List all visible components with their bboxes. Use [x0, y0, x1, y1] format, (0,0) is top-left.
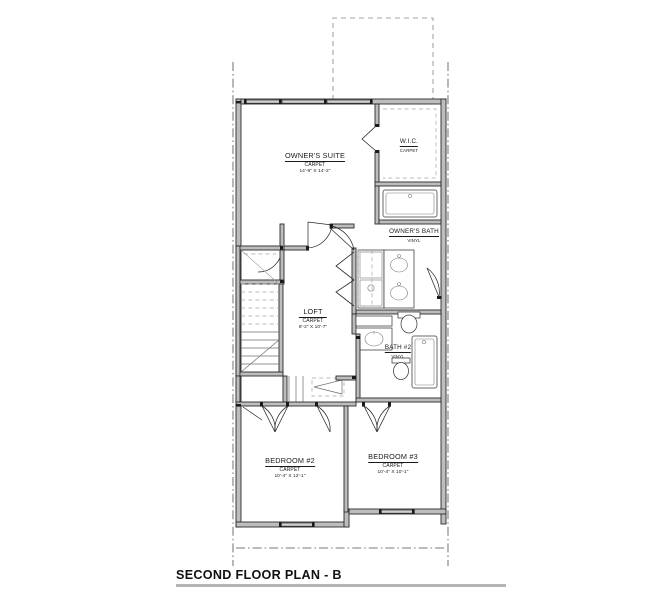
attic-access-symbol	[311, 377, 345, 397]
owners-bath-tub	[374, 185, 442, 225]
linen-shower-block	[351, 313, 393, 351]
owners-bath-interior	[351, 247, 442, 315]
owners-suite-walls	[361, 103, 442, 187]
plan-title: SECOND FLOOR PLAN - B	[176, 568, 342, 582]
plan-title-rule	[176, 584, 506, 587]
staircase	[235, 245, 304, 403]
bath-2	[355, 333, 442, 403]
windows-bottom-walls	[279, 509, 415, 527]
bedroom-walls	[260, 402, 391, 513]
plan-title-block: SECOND FLOOR PLAN - B	[176, 568, 506, 587]
dashed-outline-above	[332, 17, 434, 100]
window-left-wall	[236, 101, 241, 104]
owners-bath-toilet	[397, 311, 421, 334]
property-lines	[232, 62, 449, 566]
misc-wall-marks	[236, 404, 263, 421]
hall-doors	[235, 221, 355, 307]
windows-top-wall	[244, 99, 373, 104]
